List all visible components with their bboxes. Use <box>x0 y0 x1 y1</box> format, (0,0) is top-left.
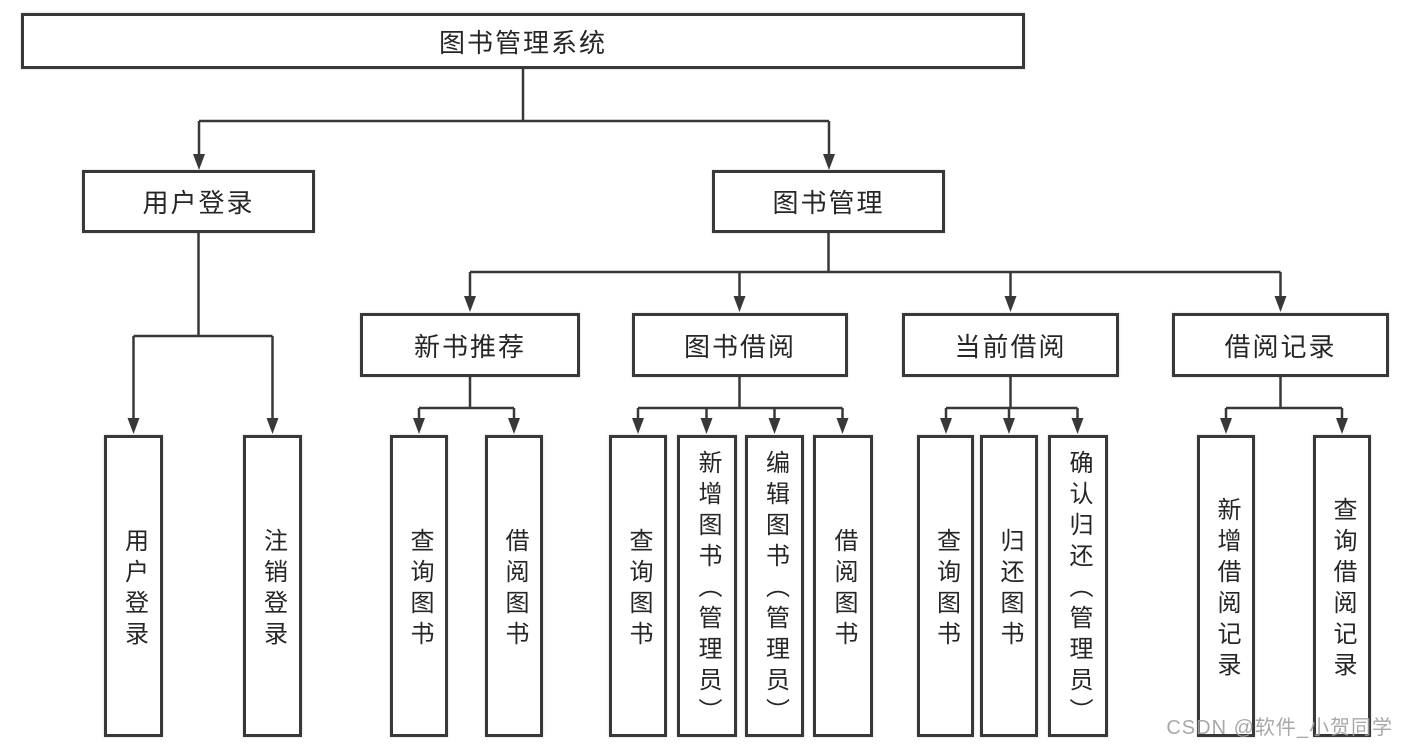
leaf-label: 新增借阅记录 <box>1213 496 1240 683</box>
leaf-return-books: 归还图书 <box>980 435 1038 737</box>
leaf-label: 借阅图书 <box>830 527 857 652</box>
leaf-add-borrow-record: 新增借阅记录 <box>1197 435 1255 737</box>
leaf-add-book-admin: 新增图书（管理员） <box>677 435 737 737</box>
node-user-login: 用户登录 <box>82 170 315 233</box>
csdn-watermark: CSDN @软件_小贺同学 <box>1166 717 1393 739</box>
leaf-logout: 注销登录 <box>243 435 302 737</box>
arrowhead <box>700 418 713 434</box>
connector-root-split <box>197 69 831 156</box>
leaf-query-books-borrowing: 查询图书 <box>609 435 667 737</box>
arrowhead <box>127 418 140 434</box>
arrowhead <box>823 154 835 170</box>
arrowhead <box>836 418 849 434</box>
connector-book-management-split <box>468 233 1282 298</box>
leaf-query-books-current: 查询图书 <box>917 435 974 737</box>
arrowhead <box>940 418 952 434</box>
leaf-label: 查询图书 <box>625 527 652 652</box>
arrowhead <box>1274 296 1287 312</box>
arrowhead <box>464 296 476 312</box>
leaf-query-borrow-record: 查询借阅记录 <box>1313 435 1371 737</box>
leaf-borrow-books-borrowing: 借阅图书 <box>813 435 873 737</box>
connector-new-book-split <box>417 377 516 420</box>
arrowhead <box>193 154 205 170</box>
node-book-management: 图书管理 <box>712 170 945 233</box>
arrowhead <box>733 296 746 312</box>
leaf-label: 归还图书 <box>996 527 1023 652</box>
leaf-label: 注销登录 <box>259 527 287 652</box>
arrowhead <box>1003 418 1015 434</box>
leaf-user-login: 用户登录 <box>104 435 163 737</box>
leaf-label: 查询图书 <box>932 527 960 652</box>
arrowhead <box>1071 418 1084 434</box>
arrowhead <box>266 418 279 434</box>
arrowhead <box>508 418 520 434</box>
arrowhead <box>413 418 425 434</box>
leaf-label: 编辑图书（管理员） <box>761 450 789 729</box>
leaf-label: 新增图书（管理员） <box>694 450 721 729</box>
leaf-label: 查询图书 <box>406 527 433 652</box>
leaf-borrow-books-recommend: 借阅图书 <box>485 435 543 737</box>
node-library-management-system: 图书管理系统 <box>21 13 1025 69</box>
leaf-label: 查询借阅记录 <box>1329 496 1356 683</box>
leaf-confirm-return-admin: 确认归还（管理员） <box>1048 435 1108 737</box>
connector-current-borrow-split <box>944 377 1079 420</box>
connector-user-login-split <box>132 233 274 420</box>
arrowhead <box>1004 296 1017 312</box>
leaf-label: 借阅图书 <box>501 527 528 652</box>
node-borrowing-records: 借阅记录 <box>1172 313 1389 377</box>
leaf-edit-book-admin: 编辑图书（管理员） <box>745 435 804 737</box>
arrowhead <box>632 418 644 434</box>
node-current-borrowing: 当前借阅 <box>902 313 1119 377</box>
arrowhead <box>1220 418 1232 434</box>
leaf-label: 确认归还（管理员） <box>1065 450 1092 729</box>
arrowhead <box>1336 418 1348 434</box>
connector-borrow-records-split <box>1224 377 1344 420</box>
arrowheads <box>127 154 1348 434</box>
leaf-query-books-recommend: 查询图书 <box>390 435 448 737</box>
node-new-book-recommendation: 新书推荐 <box>360 313 580 377</box>
node-book-borrowing: 图书借阅 <box>632 313 848 377</box>
connector-book-borrow-split <box>636 377 844 420</box>
leaf-label: 用户登录 <box>120 527 148 652</box>
arrowhead <box>768 418 781 434</box>
